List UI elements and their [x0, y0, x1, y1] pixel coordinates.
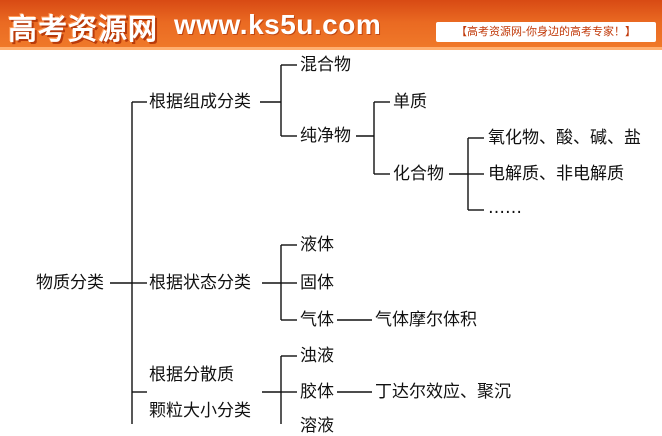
node-compound-item-2: 电解质、非电解质 — [488, 164, 624, 184]
node-compound-item-3: …… — [488, 198, 522, 218]
node-element: 单质 — [393, 92, 427, 112]
node-by-particle-line1: 根据分散质 — [149, 365, 234, 385]
node-colloid: 胶体 — [300, 382, 334, 402]
node-liquid: 液体 — [300, 235, 334, 255]
node-solid: 固体 — [300, 273, 334, 293]
tree-connector-lines — [110, 64, 484, 424]
node-suspension: 浊液 — [300, 346, 334, 366]
node-by-particle-line2: 颗粒大小分类 — [149, 401, 251, 421]
node-by-composition: 根据组成分类 — [149, 92, 251, 112]
node-compound-item-1: 氧化物、酸、碱、盐 — [488, 128, 641, 148]
banner-stripe — [0, 47, 662, 50]
site-url[interactable]: www.ks5u.com — [174, 9, 382, 40]
header-banner: 高考资源网 www.ks5u.com 【高考资源网-你身边的高考专家！】 — [0, 0, 662, 50]
node-pure-substance: 纯净物 — [300, 126, 351, 146]
node-gas: 气体 — [300, 310, 334, 330]
node-root: 物质分类 — [36, 273, 104, 293]
node-solution: 溶液 — [300, 416, 334, 436]
node-compound: 化合物 — [393, 164, 444, 184]
node-gas-molar-volume: 气体摩尔体积 — [375, 310, 477, 330]
node-colloid-properties: 丁达尔效应、聚沉 — [375, 382, 511, 402]
site-logo[interactable]: 高考资源网 — [8, 12, 159, 46]
node-mixture: 混合物 — [300, 55, 351, 75]
site-slogan: 【高考资源网-你身边的高考专家！】 — [436, 22, 656, 42]
node-by-state: 根据状态分类 — [149, 273, 251, 293]
